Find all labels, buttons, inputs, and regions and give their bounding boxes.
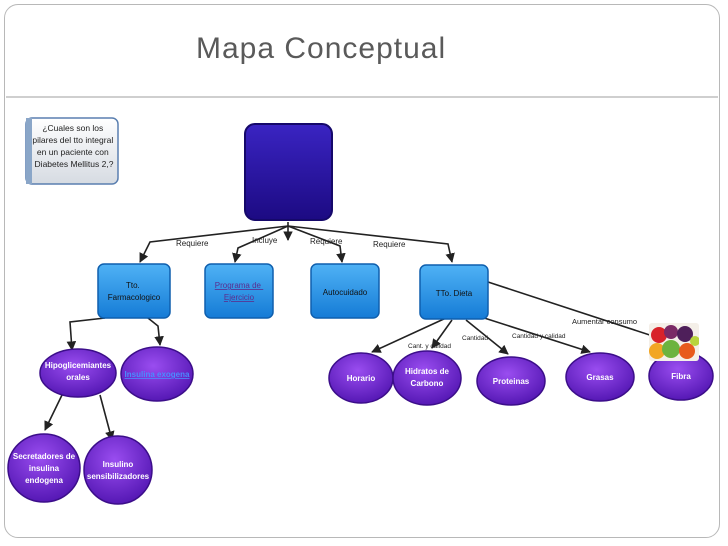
link-label-incluye: Incluye: [252, 236, 278, 245]
svg-text:Grasas: Grasas: [586, 373, 614, 382]
svg-text:Insulina exogena: Insulina exogena: [125, 370, 190, 379]
link-label-cantidad-calidad: Cantidad y calidad: [512, 333, 566, 340]
link-label-requiere-1: Requiere: [176, 239, 209, 248]
question-box: ¿Cuales son los pilares del tto integral…: [25, 117, 119, 185]
svg-text:Autocuidado: Autocuidado: [323, 288, 368, 297]
node-grasas: Grasas: [565, 352, 635, 402]
slide-frame: [4, 4, 720, 538]
link-label-aumentar: Aumentar consumo: [572, 317, 637, 326]
link-label-cant-calidad: Cant. y calidad: [408, 343, 451, 350]
question-line-3: en un paciente con: [37, 147, 109, 157]
link-label-requiere-3: Requiere: [373, 240, 406, 249]
svg-text:Tto. Farmacologico: Tto. Farmacologico: [108, 281, 161, 302]
node-ejercicio: Programa de Ejercicio: [204, 263, 274, 319]
svg-text:Horario: Horario: [347, 374, 376, 383]
svg-text:TTo. Dieta: TTo. Dieta: [436, 289, 473, 298]
link-label-cantidad: Cantidad: [462, 335, 488, 342]
fruit-photo-image: [649, 323, 699, 361]
svg-text:¿Cuales son los pilares: ¿Cuales son los pilares del tto integral…: [32, 123, 115, 169]
node-insulina: Insulina exogena: [120, 346, 194, 402]
root-node: [244, 123, 333, 221]
svg-text:Proteinas: Proteinas: [493, 377, 530, 386]
link-label-requiere-2: Requiere: [310, 237, 343, 246]
question-line-4: Diabetes Mellitus 2,?: [35, 159, 114, 169]
title-divider: [6, 96, 718, 98]
node-dieta: TTo. Dieta: [419, 264, 489, 320]
node-horario: Horario: [328, 352, 394, 404]
svg-text:Programa de Ejercicio: Programa de Ejercicio: [215, 281, 263, 302]
slide-title: Mapa Conceptual: [196, 32, 447, 65]
node-autocuidado: Autocuidado: [310, 263, 380, 319]
connector-lines: [44, 222, 666, 441]
node-farmacologico: Tto. Farmacologico: [97, 263, 171, 319]
svg-text:Fibra: Fibra: [671, 372, 691, 381]
question-line-2: pilares del tto integral: [32, 135, 113, 145]
question-line-1: ¿Cuales son los: [42, 123, 103, 133]
node-proteinas: Proteinas: [476, 356, 546, 406]
